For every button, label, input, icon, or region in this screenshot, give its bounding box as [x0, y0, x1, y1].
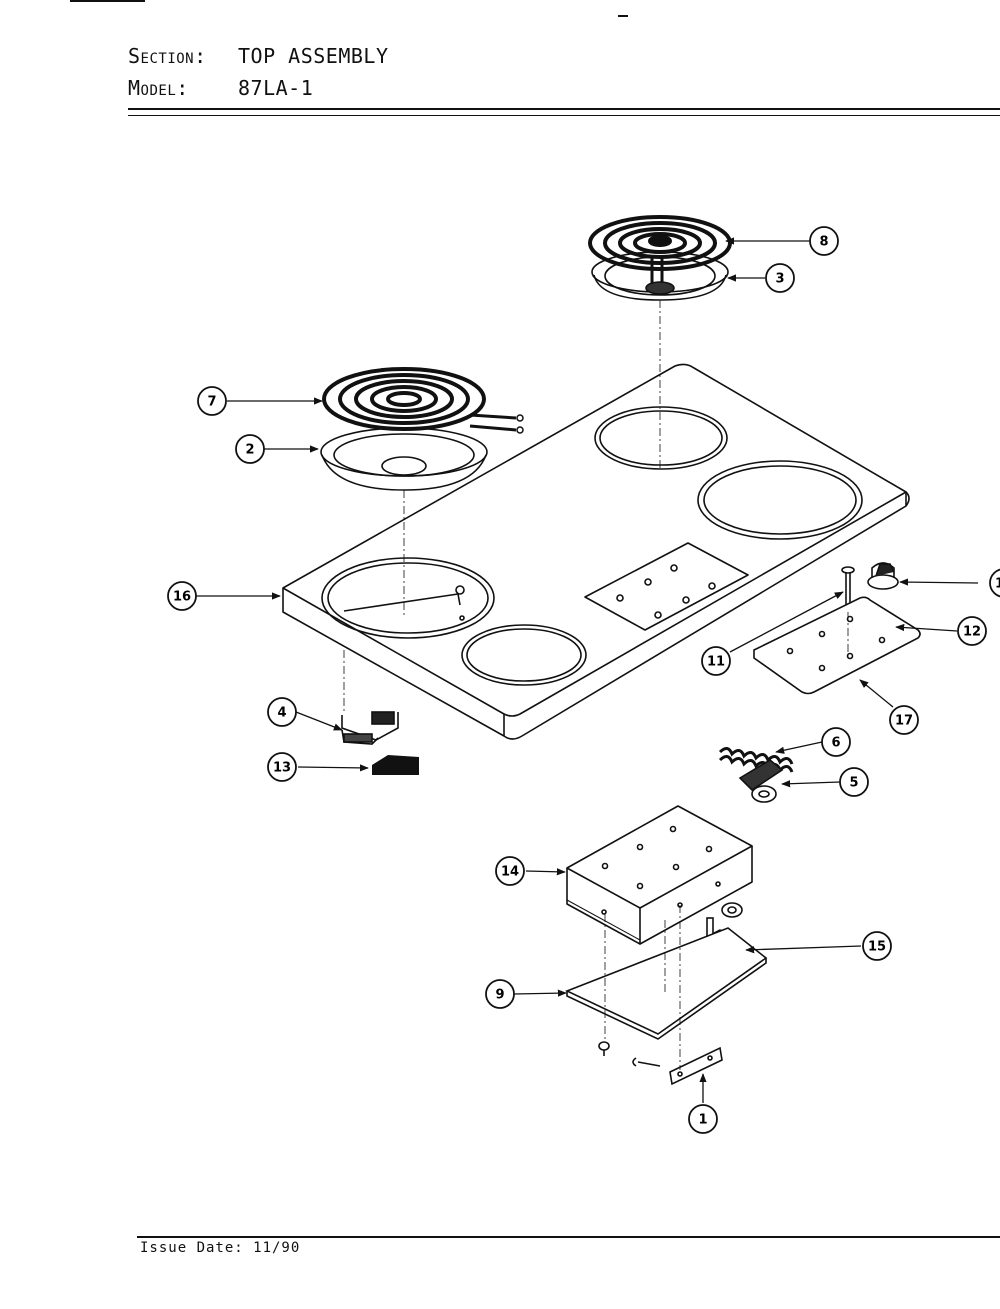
callout-6: 6	[821, 727, 851, 757]
callout-circle	[197, 386, 227, 416]
section-line: Section: TOP ASSEMBLY	[128, 40, 389, 72]
callout-circle	[688, 1104, 718, 1134]
callout-label: 6	[831, 736, 840, 751]
reflector-pan-small	[591, 251, 729, 301]
callout-circle	[839, 767, 869, 797]
callout-16: 16	[167, 581, 197, 611]
callout-15: 15	[862, 931, 892, 961]
callout-label: 2	[245, 443, 254, 458]
section-value: TOP ASSEMBLY	[238, 44, 389, 68]
callout-circle	[809, 226, 839, 256]
callout-label: 8	[819, 235, 828, 250]
model-label: Model:	[128, 76, 189, 100]
callout-label: 10	[995, 577, 1000, 592]
indicator-lamp-socket	[738, 759, 784, 803]
callout-label: 4	[277, 706, 286, 721]
page-header: Section: TOP ASSEMBLY Model: 87LA-1	[128, 40, 389, 104]
section-label: Section:	[128, 44, 207, 68]
callout-9: 9	[485, 979, 515, 1009]
switch-housing	[566, 805, 753, 945]
callout-circle	[889, 705, 919, 735]
control-knob	[867, 562, 899, 590]
callout-14: 14	[495, 856, 525, 886]
callout-label: 12	[963, 625, 981, 640]
callout-circle	[167, 581, 197, 611]
model-value: 87LA-1	[238, 76, 314, 100]
issue-date: Issue Date: 11/90	[140, 1240, 301, 1256]
callout-label: 17	[895, 714, 913, 729]
callout-label: 16	[173, 590, 191, 605]
footer-rule	[137, 1236, 1000, 1238]
callout-11: 11	[701, 646, 731, 676]
callout-circle	[765, 263, 795, 293]
callout-circle	[957, 616, 987, 646]
callout-label: 11	[707, 655, 725, 670]
callout-circle	[495, 856, 525, 886]
insulator-block	[372, 755, 419, 775]
leader-lines	[196, 237, 979, 1103]
callout-17: 17	[889, 705, 919, 735]
terminal-receptacle	[341, 711, 399, 745]
callout-10: 10	[989, 568, 1000, 598]
burner-element-small	[588, 215, 732, 290]
callout-label: 14	[501, 865, 519, 880]
switch-plate	[753, 596, 921, 695]
callout-circle	[267, 697, 297, 727]
callout-circle	[989, 568, 1000, 598]
callout-8: 8	[809, 226, 839, 256]
cooktop-plate	[282, 363, 910, 740]
callout-circle	[485, 979, 515, 1009]
callout-7: 7	[197, 386, 227, 416]
callout-label: 9	[495, 988, 504, 1003]
callout-label: 1	[698, 1113, 707, 1128]
header-rule-top	[128, 108, 1000, 110]
burner-element-large	[322, 367, 524, 434]
mounting-bracket	[564, 927, 768, 1040]
callout-label: 15	[868, 940, 886, 955]
callout-3: 3	[765, 263, 795, 293]
callout-circle	[862, 931, 892, 961]
callout-circle	[821, 727, 851, 757]
reflector-pan-large	[320, 427, 488, 491]
callout-5: 5	[839, 767, 869, 797]
callout-4: 4	[267, 697, 297, 727]
callout-label: 5	[849, 776, 858, 791]
header-rule-bottom	[128, 115, 1000, 116]
callout-circle	[701, 646, 731, 676]
callout-label: 7	[207, 395, 216, 410]
callout-2: 2	[235, 434, 265, 464]
callout-circle	[267, 752, 297, 782]
callout-layer: 8 3 7 2 16 4 13 11 12 17 6 5 14 15 9 1 10	[167, 226, 1000, 1134]
callout-label: 13	[273, 761, 291, 776]
alignment-lines	[343, 300, 849, 1070]
callout-label: 3	[775, 272, 784, 287]
callout-circle	[235, 434, 265, 464]
callout-13: 13	[267, 752, 297, 782]
callout-12: 12	[957, 616, 987, 646]
model-line: Model: 87LA-1	[128, 72, 389, 104]
terminal-strip	[598, 1041, 723, 1086]
callout-1: 1	[688, 1104, 718, 1134]
